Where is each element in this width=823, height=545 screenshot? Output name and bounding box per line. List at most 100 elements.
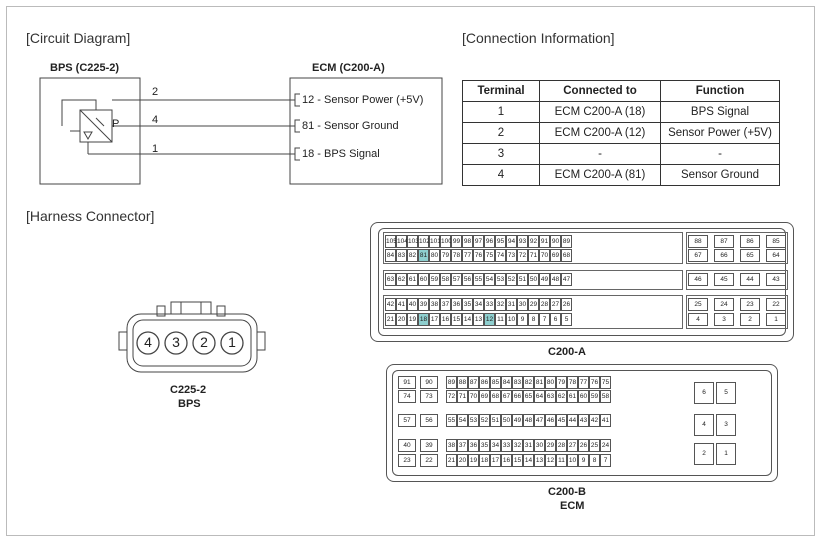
connector-pin: 68 bbox=[490, 390, 501, 403]
cell: 4 bbox=[462, 164, 540, 186]
connector-pin: 27 bbox=[550, 298, 561, 311]
connector-pin: 70 bbox=[468, 390, 479, 403]
connector-pin: 5 bbox=[716, 382, 736, 404]
connector-pin: 30 bbox=[517, 298, 528, 311]
cell: BPS Signal bbox=[660, 101, 780, 123]
bps-connector-id: C225-2 bbox=[170, 384, 207, 396]
connector-pin: 100 bbox=[440, 235, 452, 248]
connector-pin: 79 bbox=[556, 376, 567, 389]
connector-pin: 15 bbox=[512, 454, 523, 467]
connector-pin: 95 bbox=[495, 235, 506, 248]
connector-pin: 76 bbox=[473, 249, 484, 262]
connector-pin: 84 bbox=[385, 249, 396, 262]
connector-pin: 34 bbox=[473, 298, 484, 311]
cell: Sensor Power (+5V) bbox=[660, 122, 780, 144]
connector-pin: 69 bbox=[550, 249, 561, 262]
col-connected-to: Connected to bbox=[539, 80, 661, 102]
connector-pin: 54 bbox=[457, 414, 468, 427]
connector-pin: 8 bbox=[528, 313, 539, 326]
connector-pin: 44 bbox=[740, 273, 760, 286]
connector-pin: 37 bbox=[457, 439, 468, 452]
connector-pin: 50 bbox=[528, 273, 539, 286]
connector-pin: 88 bbox=[457, 376, 468, 389]
connector-pin: 1 bbox=[766, 313, 786, 326]
connector-pin: 40 bbox=[407, 298, 418, 311]
connector-pin: 98 bbox=[462, 235, 473, 248]
connector-pin: 99 bbox=[451, 235, 462, 248]
c200a-group-bottom bbox=[383, 295, 683, 329]
connector-pin: 48 bbox=[550, 273, 561, 286]
connector-pin: 58 bbox=[600, 390, 611, 403]
connector-pin: 54 bbox=[484, 273, 495, 286]
connector-pin: 11 bbox=[495, 313, 506, 326]
connector-pin: 23 bbox=[398, 454, 416, 467]
connector-pin: 46 bbox=[545, 414, 556, 427]
connector-pin: 49 bbox=[539, 273, 550, 286]
connector-pin: 33 bbox=[484, 298, 495, 311]
connector-pin: 40 bbox=[398, 439, 416, 452]
connector-pin: 44 bbox=[567, 414, 578, 427]
connector-pin: 17 bbox=[490, 454, 501, 467]
connector-pin: 9 bbox=[578, 454, 589, 467]
connector-pin: 74 bbox=[495, 249, 506, 262]
connector-pin: 16 bbox=[501, 454, 512, 467]
connector-pin: 66 bbox=[512, 390, 523, 403]
connector-pin: 87 bbox=[468, 376, 479, 389]
connector-pin: 48 bbox=[523, 414, 534, 427]
connector-pin: 20 bbox=[457, 454, 468, 467]
connector-pin: 60 bbox=[418, 273, 429, 286]
c200a-side-group bbox=[686, 232, 788, 264]
connector-pin: 86 bbox=[479, 376, 490, 389]
connector-pin: 13 bbox=[534, 454, 545, 467]
connector-pin: 93 bbox=[517, 235, 528, 248]
connector-pin: 4 bbox=[694, 414, 714, 436]
connector-pin: 74 bbox=[398, 390, 416, 403]
connector-pin: 89 bbox=[446, 376, 457, 389]
bps-pin-4-label: 4 bbox=[144, 334, 152, 350]
connector-pin: 7 bbox=[600, 454, 611, 467]
connector-pin: 56 bbox=[462, 273, 473, 286]
connector-pin: 3 bbox=[716, 414, 736, 436]
ecm-pin-18: 18 - BPS Signal bbox=[302, 148, 380, 160]
c200b-inner bbox=[392, 370, 772, 476]
connector-pin: 55 bbox=[473, 273, 484, 286]
connector-pin: 43 bbox=[578, 414, 589, 427]
connector-pin: 89 bbox=[561, 235, 572, 248]
col-terminal: Terminal bbox=[462, 80, 540, 102]
connector-pin: 9 bbox=[517, 313, 528, 326]
connector-pin: 6 bbox=[694, 382, 714, 404]
connector-pin: 20 bbox=[396, 313, 407, 326]
connector-pin: 80 bbox=[545, 376, 556, 389]
bps-box bbox=[39, 77, 141, 185]
connector-pin: 39 bbox=[418, 298, 429, 311]
cell: ECM C200-A (81) bbox=[539, 164, 661, 186]
cell: 3 bbox=[462, 143, 540, 165]
connector-pin: 30 bbox=[534, 439, 545, 452]
connector-pin: 72 bbox=[446, 390, 457, 403]
connector-pin: 62 bbox=[556, 390, 567, 403]
connector-pin: 43 bbox=[766, 273, 786, 286]
table-row: 3 - - bbox=[462, 143, 780, 165]
circuit-diagram-title: [Circuit Diagram] bbox=[26, 30, 131, 46]
connector-pin: 32 bbox=[512, 439, 523, 452]
connector-pin: 21 bbox=[385, 313, 396, 326]
connector-pin: 12 bbox=[545, 454, 556, 467]
bps-pin-2-label: 2 bbox=[200, 334, 208, 350]
connector-pin: 69 bbox=[479, 390, 490, 403]
cell: Sensor Ground bbox=[660, 164, 780, 186]
connector-pin: 85 bbox=[766, 235, 786, 248]
connector-pin: 63 bbox=[545, 390, 556, 403]
connector-pin: 96 bbox=[484, 235, 495, 248]
connector-pin: 41 bbox=[396, 298, 407, 311]
bps-pin-4: 4 bbox=[152, 114, 159, 126]
bps-label: BPS (C225-2) bbox=[50, 62, 120, 74]
connector-pin: 65 bbox=[523, 390, 534, 403]
connector-pin: 4 bbox=[688, 313, 708, 326]
connector-pin: 103 bbox=[407, 235, 419, 248]
connector-pin: 59 bbox=[429, 273, 440, 286]
ecm-label: ECM (C200-A) bbox=[312, 62, 385, 74]
connector-pin: 37 bbox=[440, 298, 451, 311]
connector-pin: 10 bbox=[567, 454, 578, 467]
connector-pin: 64 bbox=[534, 390, 545, 403]
